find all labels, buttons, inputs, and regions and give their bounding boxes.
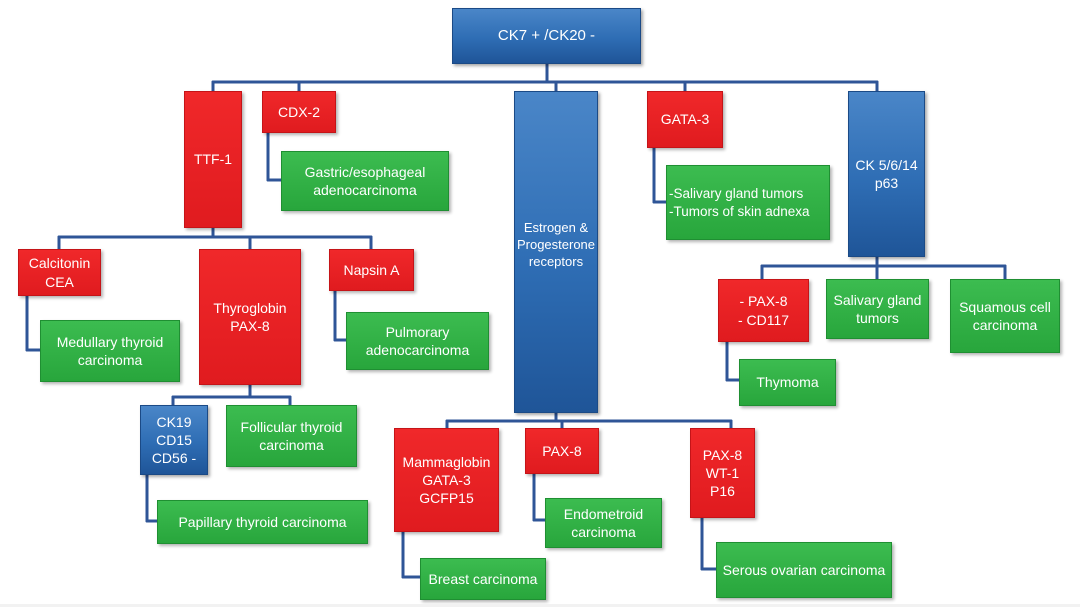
node-label: Mammaglobin GATA-3 GCFP15 bbox=[402, 453, 491, 507]
bottom-divider bbox=[0, 604, 1080, 607]
node-label: GATA-3 bbox=[660, 111, 710, 128]
node-label: -Salivary gland tumors -Tumors of skin a… bbox=[669, 185, 810, 219]
node-label: Pulmorary adenocarcinoma bbox=[365, 323, 470, 358]
node-label: CK7 + /CK20 - bbox=[497, 27, 596, 45]
salivary-skin-adnexa-node: -Salivary gland tumors -Tumors of skin a… bbox=[666, 165, 830, 240]
node-label: CDX-2 bbox=[277, 103, 320, 120]
node-label: PAX-8 WT-1 P16 bbox=[702, 446, 743, 500]
breast-carcinoma-node: Breast carcinoma bbox=[420, 558, 546, 600]
node-label: Napsin A bbox=[343, 261, 400, 278]
napsin-a-node: Napsin A bbox=[329, 249, 414, 291]
node-label: Medullary thyroid carcinoma bbox=[56, 333, 164, 368]
thyroglobin-pax8-node: Thyroglobin PAX-8 bbox=[199, 249, 301, 385]
node-label: Gastric/esophageal adenocarcinoma bbox=[304, 163, 426, 198]
thymoma-node: Thymoma bbox=[739, 359, 836, 406]
ttf1-node: TTF-1 bbox=[184, 91, 242, 228]
node-label: CK19 CD15 CD56 - bbox=[151, 413, 197, 467]
node-label: - PAX-8 - CD117 bbox=[737, 293, 790, 328]
ck5-6-14-p63-node: CK 5/6/14 p63 bbox=[848, 91, 925, 257]
node-label: Endometroid carcinoma bbox=[563, 505, 644, 540]
root-ck7-ck20-node: CK7 + /CK20 - bbox=[452, 8, 641, 64]
cdx2-node: CDX-2 bbox=[262, 91, 336, 133]
endometroid-carcinoma-node: Endometroid carcinoma bbox=[545, 498, 662, 548]
follicular-thyroid-node: Follicular thyroid carcinoma bbox=[226, 405, 357, 467]
node-label: TTF-1 bbox=[193, 151, 233, 168]
node-label: CK 5/6/14 p63 bbox=[855, 156, 918, 191]
node-label: Estrogen & Progesterone receptors bbox=[516, 220, 596, 269]
node-label: Thyroglobin PAX-8 bbox=[213, 299, 287, 334]
node-label: PAX-8 bbox=[542, 442, 582, 459]
pax8-cd117-node: - PAX-8 - CD117 bbox=[718, 279, 809, 342]
node-label: Calcitonin CEA bbox=[28, 255, 91, 290]
calcitonin-cea-node: Calcitonin CEA bbox=[18, 249, 101, 296]
papillary-thyroid-node: Papillary thyroid carcinoma bbox=[157, 500, 368, 544]
pax8-endometroid-marker-node: PAX-8 bbox=[525, 428, 599, 474]
salivary-gland-tumors-node: Salivary gland tumors bbox=[826, 279, 929, 339]
serous-ovarian-node: Serous ovarian carcinoma bbox=[716, 542, 892, 598]
node-label: Serous ovarian carcinoma bbox=[722, 561, 886, 578]
node-label: Follicular thyroid carcinoma bbox=[240, 418, 343, 453]
node-label: Breast carcinoma bbox=[428, 570, 538, 587]
mammaglobin-node: Mammaglobin GATA-3 GCFP15 bbox=[394, 428, 499, 532]
squamous-cell-node: Squamous cell carcinoma bbox=[950, 279, 1060, 353]
gata3-node: GATA-3 bbox=[647, 91, 723, 148]
medullary-thyroid-node: Medullary thyroid carcinoma bbox=[40, 320, 180, 382]
node-label: Thymoma bbox=[756, 374, 819, 391]
gastric-adenocarcinoma-node: Gastric/esophageal adenocarcinoma bbox=[281, 151, 449, 211]
node-label: Papillary thyroid carcinoma bbox=[178, 513, 347, 530]
node-label: Salivary gland tumors bbox=[833, 291, 922, 326]
pax8-wt1-p16-node: PAX-8 WT-1 P16 bbox=[690, 428, 755, 518]
pulmonary-adenocarcinoma-node: Pulmorary adenocarcinoma bbox=[346, 312, 489, 370]
ck19-cd15-cd56-node: CK19 CD15 CD56 - bbox=[140, 405, 208, 475]
estrogen-progesterone-node: Estrogen & Progesterone receptors bbox=[514, 91, 598, 413]
node-label: Squamous cell carcinoma bbox=[959, 298, 1051, 333]
